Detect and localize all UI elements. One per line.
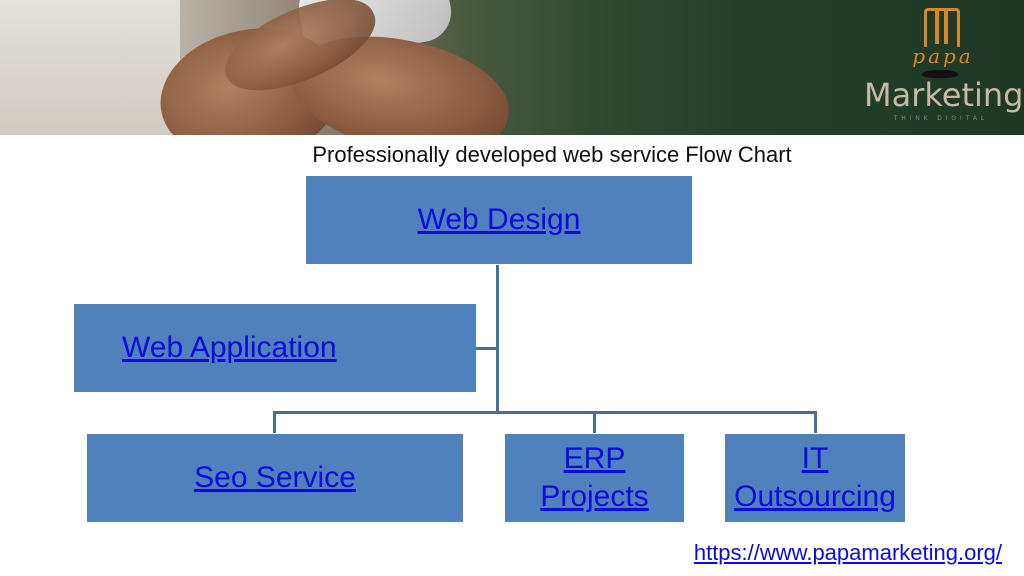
page-title: Professionally developed web service Flo… <box>312 142 792 167</box>
header-banner: papa Marketing THINK DIGITAL <box>0 0 1024 135</box>
seo-service-link[interactable]: Seo Service <box>194 461 356 494</box>
node-web-design: Web Design <box>306 176 692 264</box>
connector-web-application <box>476 347 496 350</box>
web-application-link[interactable]: Web Application <box>122 331 337 364</box>
connector-trunk <box>496 265 499 413</box>
logo-wordmark: Marketing <box>864 76 1024 114</box>
node-erp-projects: ERP Projects <box>505 434 684 522</box>
logo-hat-icon <box>924 8 960 47</box>
web-design-link[interactable]: Web Design <box>417 203 581 236</box>
connector-bus <box>273 411 817 414</box>
papa-marketing-logo: papa Marketing THINK DIGITAL <box>864 4 1024 130</box>
node-web-application: Web Application <box>74 304 476 392</box>
footer-url-link[interactable]: https://www.papamarketing.org/ <box>693 540 1002 565</box>
it-outsourcing-link-line1[interactable]: IT <box>801 442 829 475</box>
banner-background-left <box>0 0 180 135</box>
logo-tagline: THINK DIGITAL <box>893 116 989 122</box>
erp-projects-link-line2[interactable]: Projects <box>540 480 649 513</box>
it-outsourcing-link-line2[interactable]: Outsourcing <box>734 480 896 513</box>
erp-projects-link-line1[interactable]: ERP <box>563 442 626 475</box>
connector-seo-service <box>273 411 276 433</box>
connector-erp-projects <box>593 411 596 433</box>
logo-mustache-icon <box>922 70 958 78</box>
connector-it-outsourcing <box>814 411 817 433</box>
logo-papa-text: papa <box>912 44 974 68</box>
node-seo-service: Seo Service <box>87 434 463 522</box>
node-it-outsourcing: IT Outsourcing <box>725 434 905 522</box>
